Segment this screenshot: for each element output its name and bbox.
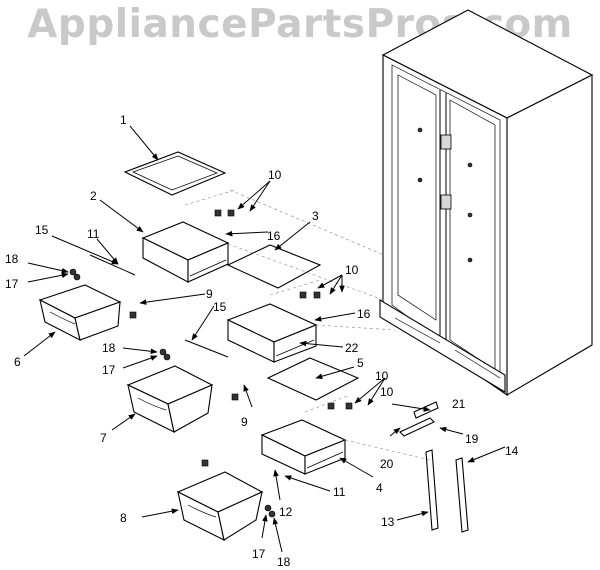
callout-10b: 10 xyxy=(345,263,359,277)
shelf-glass-top xyxy=(123,151,227,196)
callout-20: 20 xyxy=(380,457,394,471)
callout-labels: 1 2 3 4 5 6 7 8 9 9 10 10 10 10 11 11 12… xyxy=(5,113,519,569)
leader-lines xyxy=(23,125,506,553)
callout-15b: 15 xyxy=(213,300,227,314)
crisper-pan-middle xyxy=(126,365,214,434)
callout-21: 21 xyxy=(452,397,466,411)
hardware-bits xyxy=(69,209,353,518)
callout-17b: 17 xyxy=(102,363,116,377)
crisper-cover-upper xyxy=(226,244,322,289)
callout-11a: 11 xyxy=(87,227,100,241)
callout-18a: 18 xyxy=(5,252,19,266)
crisper-cover-lower xyxy=(266,357,360,401)
refrigerator-cabinet xyxy=(379,9,594,397)
shelf-frame-middle xyxy=(226,303,318,363)
callout-13: 13 xyxy=(381,515,395,529)
callout-9b: 9 xyxy=(241,415,248,429)
callout-11b: 11 xyxy=(333,485,346,499)
callout-9a: 9 xyxy=(206,287,213,301)
callout-3: 3 xyxy=(312,209,319,223)
assembly-guides xyxy=(184,189,431,461)
callout-7: 7 xyxy=(100,431,107,445)
crisper-pan-lower xyxy=(176,471,264,542)
callout-10d: 10 xyxy=(380,385,394,399)
callout-22: 22 xyxy=(345,341,359,355)
rails xyxy=(425,449,469,533)
callout-1: 1 xyxy=(120,113,127,127)
callout-12: 12 xyxy=(279,505,293,519)
callout-10c: 10 xyxy=(375,369,389,383)
crisper-pan-upper xyxy=(38,284,122,342)
callout-16b: 16 xyxy=(357,307,371,321)
callout-2: 2 xyxy=(90,189,97,203)
callout-18b: 18 xyxy=(102,341,116,355)
callout-18c: 18 xyxy=(277,555,291,569)
callout-14: 14 xyxy=(505,444,519,458)
callout-17a: 17 xyxy=(5,277,19,291)
callout-15a: 15 xyxy=(35,223,49,237)
callout-5: 5 xyxy=(357,356,364,370)
callout-16a: 16 xyxy=(267,229,281,243)
brackets xyxy=(399,401,439,437)
callout-17c: 17 xyxy=(252,547,266,561)
callout-19: 19 xyxy=(465,432,479,446)
shelf-frame-upper xyxy=(141,221,230,283)
shelf-frame-lower xyxy=(260,419,347,475)
callout-4: 4 xyxy=(376,481,383,495)
callout-6: 6 xyxy=(14,355,21,369)
callout-10a: 10 xyxy=(268,168,282,182)
callout-8: 8 xyxy=(120,511,127,525)
